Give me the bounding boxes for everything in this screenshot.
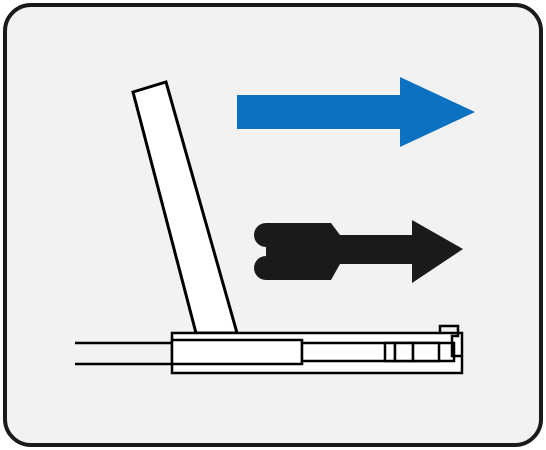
blue-arrow-icon	[237, 77, 475, 147]
latch-housing	[170, 331, 464, 375]
rail-lines	[75, 341, 172, 366]
latch-hook-icon	[438, 324, 462, 358]
black-arrow-icon	[254, 220, 463, 283]
